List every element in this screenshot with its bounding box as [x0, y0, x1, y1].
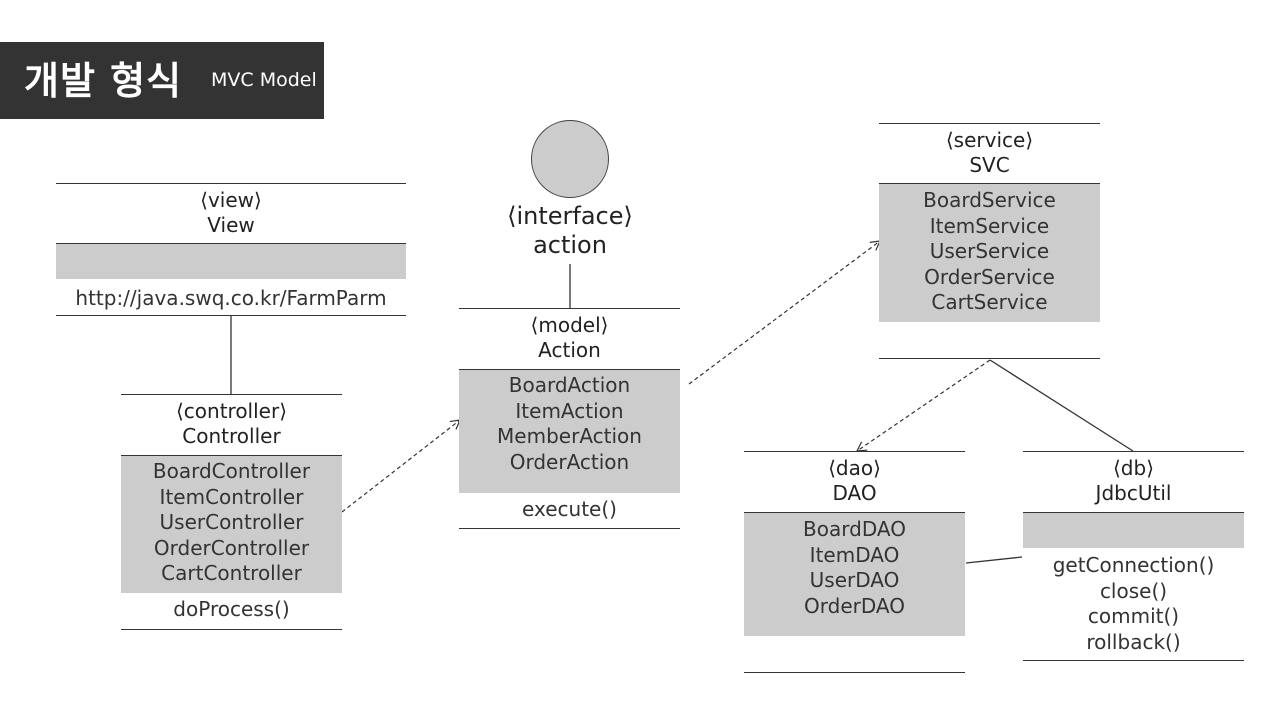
controller-stereotype: ⟨controller⟩ — [175, 399, 287, 423]
service-header: ⟨service⟩ SVC — [879, 128, 1100, 178]
dao-stereotype: ⟨dao⟩ — [828, 456, 881, 480]
list-item: CartService — [931, 290, 1048, 314]
list-item: OrderDAO — [804, 593, 905, 618]
view-name: View — [207, 213, 255, 237]
db-attributes — [1023, 513, 1244, 548]
model-method: execute() — [522, 497, 617, 521]
dao-items: BoardDAO ItemDAO UserDAO OrderDAO — [744, 517, 965, 619]
dao-header: ⟨dao⟩ DAO — [744, 456, 965, 506]
interface-name: action — [533, 231, 607, 259]
model-items: BoardAction ItemAction MemberAction Orde… — [459, 373, 680, 475]
list-item: MemberAction — [497, 424, 642, 448]
model-stereotype: ⟨model⟩ — [530, 313, 609, 337]
controller-header: ⟨controller⟩ Controller — [121, 399, 342, 449]
list-item: UserDAO — [809, 568, 900, 592]
controller-items-panel — [121, 456, 342, 593]
db-methods: getConnection() close() commit() rollbac… — [1023, 553, 1244, 655]
model-name: Action — [538, 338, 601, 362]
list-item: ItemDAO — [809, 542, 900, 567]
list-item: ItemAction — [515, 398, 624, 423]
interface-stereotype: ⟨interface⟩ — [507, 202, 633, 230]
service-items: BoardService ItemService UserService Ord… — [879, 188, 1100, 316]
list-item: UserService — [929, 239, 1050, 263]
list-item: BoardController — [152, 459, 311, 483]
list-item: getConnection() — [1052, 553, 1215, 577]
service-stereotype: ⟨service⟩ — [945, 128, 1034, 152]
view-stereotype: ⟨view⟩ — [200, 188, 262, 212]
dao-name: DAO — [832, 481, 877, 505]
dao-db-link — [965, 556, 1023, 564]
list-item: BoardAction — [508, 373, 631, 397]
list-item: OrderService — [924, 264, 1055, 289]
page-subtitle: MVC Model — [211, 69, 317, 91]
db-name: JdbcUtil — [1095, 481, 1172, 505]
page-title: 개발 형식 — [24, 59, 183, 103]
list-item: CartController — [161, 561, 302, 585]
interface-circle-icon — [531, 120, 609, 198]
dao-items-panel — [744, 513, 965, 636]
view-header: ⟨view⟩ View — [56, 188, 406, 238]
list-item: BoardDAO — [803, 517, 906, 541]
view-url: http://java.swq.co.kr/FarmParm — [75, 286, 387, 310]
list-item: rollback() — [1086, 629, 1181, 654]
service-name: SVC — [969, 153, 1010, 177]
title-banner — [0, 42, 324, 119]
list-item: OrderAction — [509, 449, 630, 474]
controller-action-arrow — [341, 419, 461, 513]
list-item: UserController — [159, 510, 304, 534]
list-item: ItemController — [159, 484, 304, 509]
list-item: OrderController — [153, 535, 310, 560]
controller-name: Controller — [182, 424, 281, 448]
db-header: ⟨db⟩ JdbcUtil — [1023, 456, 1244, 506]
service-items-panel — [879, 184, 1100, 322]
service-db-link — [989, 359, 1134, 452]
service-dao-arrow — [855, 359, 991, 452]
interface-label: ⟨interface⟩ action — [460, 202, 680, 260]
controller-items: BoardController ItemController UserContr… — [121, 459, 342, 587]
model-items-panel — [459, 370, 680, 493]
db-stereotype: ⟨db⟩ — [1113, 456, 1154, 480]
action-service-arrow — [688, 240, 881, 385]
view-attributes — [56, 244, 406, 279]
list-item: BoardService — [923, 188, 1056, 212]
list-item: ItemService — [929, 213, 1050, 238]
list-item: commit() — [1087, 604, 1180, 628]
list-item: close() — [1099, 578, 1168, 603]
controller-method: doProcess() — [173, 597, 290, 621]
model-header: ⟨model⟩ Action — [459, 313, 680, 363]
